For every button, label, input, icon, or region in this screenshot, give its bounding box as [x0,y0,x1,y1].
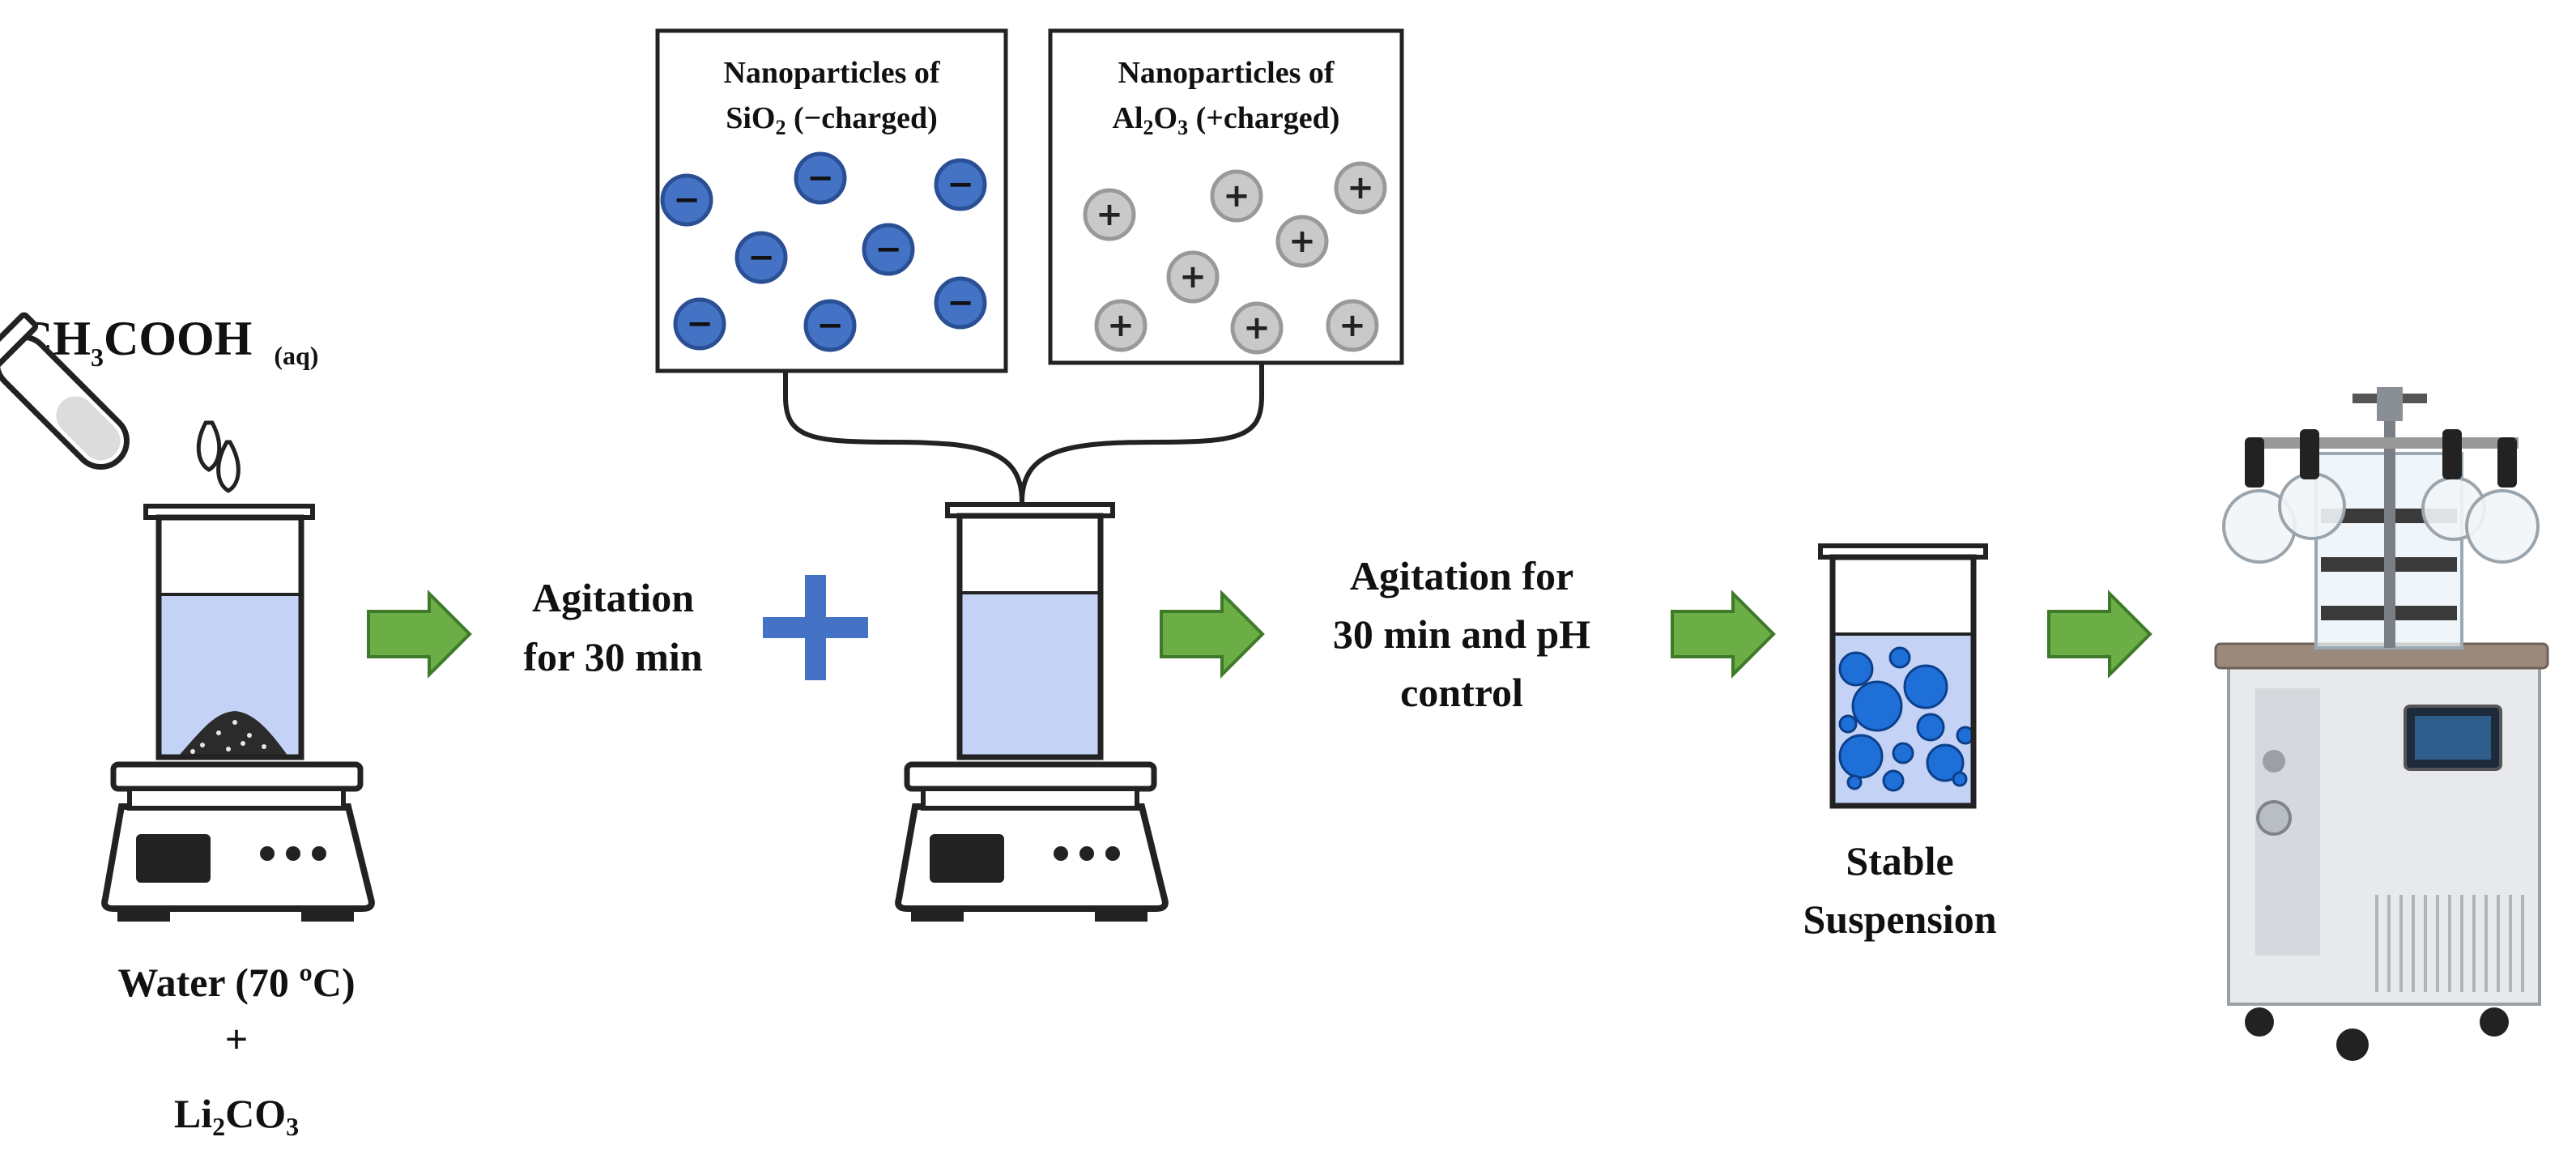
al2o3-particle: + [1326,299,1379,352]
svg-text:−: − [686,305,713,343]
plus-label: + [225,1016,249,1062]
svg-text:Agitation: Agitation [532,575,694,620]
suspension-bubble [1838,714,1858,734]
flow-arrow-2 [1160,590,1265,679]
flow-arrow-3 [1671,590,1776,679]
acid-formula-sub: 3 [91,343,104,372]
box-connector-lines [783,363,1264,503]
sio2-particle: − [673,297,726,351]
svg-text:for 30 min: for 30 min [523,634,702,679]
test-tube-icon [0,312,241,493]
sio2-particle: − [862,223,915,276]
svg-text:Nanoparticles of: Nanoparticles of [723,56,940,90]
step1-labels: Water (70 ºC) + Li2CO3 [117,960,355,1141]
carbonate-label: Li2CO3 [174,1091,299,1141]
svg-text:+: + [1107,307,1135,344]
al2o3-box: Nanoparticles of Al2O3 (+charged) ++++++… [1048,28,1404,365]
svg-text:+: + [1223,177,1250,215]
svg-text:−: − [875,231,902,268]
acid-label: CH3COOH (aq) [18,312,318,372]
al2o3-particle: + [1210,169,1263,223]
acid-state: (aq) [274,341,318,370]
water-label: Water (70 ºC) [117,960,355,1005]
carbonate-main: Li [174,1091,212,1136]
suspension-bubble [1851,680,1903,732]
suspension-bubble [1846,774,1863,790]
plus-icon [763,575,868,680]
svg-text:+: + [1339,307,1366,344]
svg-text:−: − [807,160,834,197]
suspension-particles [1838,646,1975,792]
suspension-bubble [1952,771,1968,787]
al2o3-particle: + [1334,161,1387,215]
suspension-bubble [1892,742,1914,764]
svg-text:Al2O3 (+charged): Al2O3 (+charged) [1113,101,1340,139]
svg-text:Stable: Stable [1846,838,1953,884]
sio2-particles: −−−−−−−− [660,151,987,352]
svg-text:−: − [816,307,844,344]
al2o3-particles: + + + + + + + + [1083,161,1387,355]
al2o3-particle: + [1166,250,1220,304]
carbonate-sub2: 3 [286,1112,299,1141]
svg-text:Nanoparticles of: Nanoparticles of [1118,56,1335,90]
flow-arrow-1 [367,590,472,679]
svg-text:Agitation for: Agitation for [1350,553,1573,598]
magnetic-stirrer-2 [895,761,1169,922]
svg-text:−: − [947,284,974,321]
sio2-particle: − [794,151,847,205]
agitation-label-1: Agitation for 30 min [523,575,702,679]
al2o3-particle: + [1275,215,1329,268]
suspension-bubble [1916,713,1945,742]
svg-text:30 min and pH: 30 min and pH [1333,611,1590,657]
svg-text:SiO2 (−charged): SiO2 (−charged) [726,101,938,139]
suspension-bubble [1888,646,1911,669]
agitation-label-2: Agitation for 30 min and pH control [1333,553,1590,715]
svg-text:−: − [673,181,700,219]
sio2-box: Nanoparticles of SiO2 (−charged) −−−−−−−… [655,28,1008,373]
sio2-particle: − [734,231,788,284]
svg-text:+: + [1243,309,1271,347]
al2o3-particle: + [1083,188,1136,241]
sio2-particle: − [803,299,857,352]
beaker-with-powder [143,504,315,760]
acid-formula-rest: COOH [104,312,252,365]
al2o3-particle: + [1230,301,1284,355]
carbonate-sub1: 2 [212,1112,225,1141]
svg-text:control: control [1400,670,1523,715]
svg-text:+: + [1179,258,1207,296]
suspension-bubble [1882,769,1905,792]
freeze-dryer-icon [2214,387,2549,1061]
svg-text:+: + [1347,169,1374,207]
svg-text:+: + [1288,223,1316,260]
stable-suspension-label: Stable Suspension [1803,838,1996,942]
suspension-bubble [1903,664,1948,709]
svg-text:CH3COOH (aq): CH3COOH (aq) [18,312,318,372]
sio2-particle: − [934,276,987,330]
flow-arrow-4 [2047,590,2152,679]
sio2-particle: − [934,158,987,211]
suspension-beaker [1818,543,1988,809]
svg-text:−: − [947,166,974,203]
suspension-bubble [1838,651,1874,687]
svg-text:+: + [1096,196,1123,233]
suspension-bubble [1926,743,1965,782]
al2o3-particle: + [1094,299,1147,352]
svg-text:Suspension: Suspension [1803,896,1996,942]
sio2-particle: − [660,173,713,227]
magnetic-stirrer-1 [101,761,375,922]
beaker-2 [945,502,1115,760]
carbonate-mid: CO [225,1091,286,1136]
suspension-bubble [1838,734,1884,779]
svg-text:−: − [747,239,775,276]
